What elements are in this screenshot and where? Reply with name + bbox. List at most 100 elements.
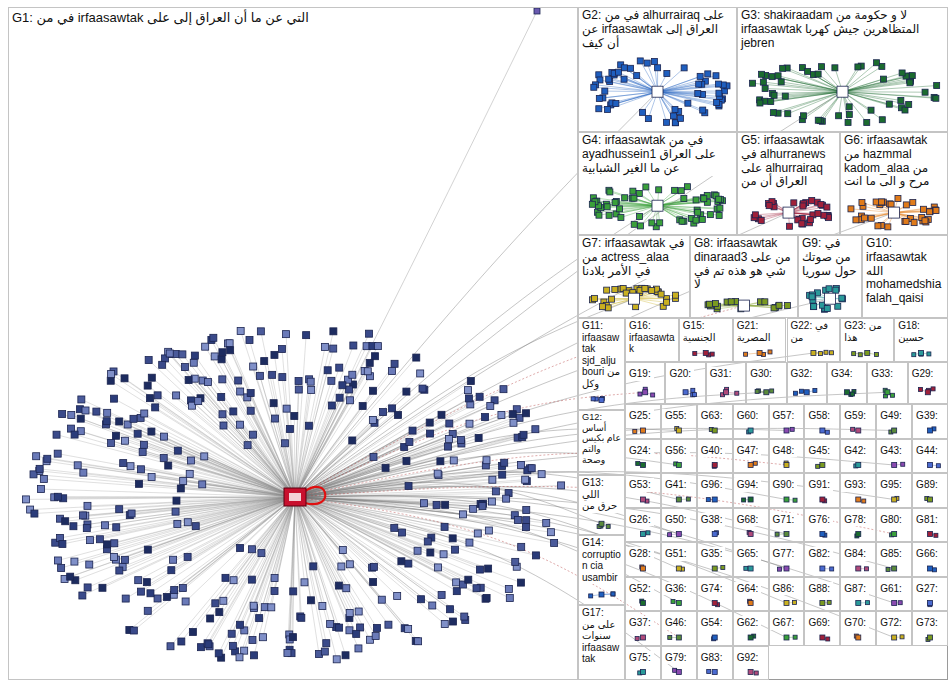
vertex	[509, 411, 516, 418]
inter-group-line	[295, 353, 813, 497]
vertex	[683, 390, 688, 395]
vertex	[144, 382, 151, 389]
graph-line	[783, 68, 843, 91]
vertex	[289, 634, 296, 641]
vertex	[851, 392, 855, 396]
vertex	[664, 299, 670, 305]
vertex	[676, 428, 681, 433]
vertex	[928, 532, 933, 537]
vertex	[927, 209, 933, 215]
vertex	[678, 188, 684, 194]
vertex	[640, 670, 645, 675]
vertex	[633, 429, 637, 433]
vertex	[236, 654, 243, 661]
group-panel: G60:	[733, 404, 769, 439]
vertex	[716, 90, 722, 96]
vertex	[165, 350, 172, 357]
graph-line	[295, 497, 349, 630]
vertex	[250, 602, 257, 609]
vertex	[775, 73, 781, 79]
vertex	[369, 416, 376, 423]
vertex	[721, 566, 725, 570]
vertex	[629, 293, 640, 304]
vertex	[873, 199, 879, 205]
vertex	[438, 591, 445, 598]
vertex	[679, 218, 685, 224]
graph-line	[295, 414, 513, 497]
vertex	[820, 497, 825, 502]
vertex	[856, 532, 861, 537]
vertex	[249, 546, 256, 553]
vertex	[901, 462, 905, 466]
graph-lines	[26, 11, 938, 673]
vertex	[815, 71, 821, 77]
vertex	[517, 579, 524, 586]
vertex	[353, 630, 360, 637]
vertex	[859, 199, 865, 205]
vertex	[815, 117, 821, 123]
graph-line	[148, 386, 295, 497]
vertex	[389, 405, 396, 412]
graph-line	[274, 355, 295, 497]
vertex	[612, 199, 618, 205]
graph-line	[111, 374, 295, 497]
vertex	[681, 65, 687, 71]
vertex	[895, 196, 901, 202]
vertex	[250, 363, 257, 370]
vertex	[453, 588, 460, 595]
group-panel: G48:	[769, 439, 805, 474]
graph-line	[778, 76, 842, 92]
group-panel: G42:	[840, 439, 876, 474]
graph-line	[119, 497, 295, 509]
vertex	[434, 470, 441, 477]
vertex	[308, 386, 315, 393]
vertex	[868, 215, 874, 221]
group-panel: G25:	[625, 404, 661, 439]
group-label: G10: irfaasawtak الله mohamedshia falah_…	[863, 236, 947, 307]
graph-line	[293, 497, 295, 637]
group-panel: G3: shakiraadam لا و حكومة من irfaasawta…	[737, 7, 948, 132]
vertex	[230, 577, 237, 584]
vertex	[366, 359, 373, 366]
vertex	[87, 537, 94, 544]
vertex	[712, 497, 717, 502]
vertex	[640, 109, 646, 115]
vertex	[671, 599, 675, 603]
vertex	[70, 523, 77, 530]
vertex	[640, 566, 645, 571]
vertex	[668, 533, 672, 537]
vertex	[244, 442, 251, 449]
vertex	[748, 566, 753, 571]
vertex	[928, 497, 933, 502]
inter-group-line	[295, 11, 537, 497]
vertex	[286, 425, 293, 432]
group-label: G80:	[877, 513, 905, 527]
vertex	[532, 426, 539, 433]
vertex	[178, 638, 185, 645]
graph-line	[183, 497, 295, 588]
vertex	[281, 440, 288, 447]
vertex	[892, 566, 897, 571]
vertex	[80, 512, 87, 519]
vertex	[712, 635, 717, 640]
vertex	[673, 292, 679, 298]
vertex	[355, 645, 362, 652]
vertex	[419, 385, 426, 392]
vertex	[189, 628, 196, 635]
vertex	[856, 635, 861, 640]
group-panel: G30:	[746, 362, 786, 404]
vertex	[120, 460, 127, 467]
vertex	[503, 495, 510, 502]
group-label: G90:	[770, 478, 798, 492]
vertex	[446, 435, 453, 442]
vertex	[328, 402, 335, 409]
group-panel: G1: في من irfaasawtak التي عن ما أن العر…	[8, 7, 578, 680]
vertex	[366, 330, 373, 337]
group-label: G6: irfaasawtak من hazmmal kadom_alaa من…	[841, 133, 947, 190]
vertex	[121, 556, 128, 563]
group-panel: G50:	[661, 508, 697, 543]
group-panel: G90:	[769, 473, 805, 508]
vertex	[642, 286, 648, 292]
vertex	[875, 223, 881, 229]
vertex	[241, 647, 248, 654]
